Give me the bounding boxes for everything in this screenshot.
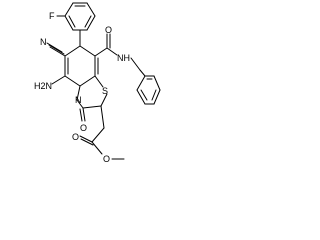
- atom-fluorine: F: [49, 11, 55, 21]
- chemical-structure: F N O NH H2N N S O O O: [34, 2, 161, 164]
- atom-lactam-oxygen: O: [80, 123, 87, 133]
- atom-amide-nh: NH: [117, 53, 130, 63]
- atom-amide-oxygen: O: [105, 25, 112, 35]
- atom-ester-oxygen: O: [103, 154, 110, 164]
- bond-lines: [46, 2, 161, 160]
- atom-amino-group: H2N: [34, 81, 52, 91]
- atom-sulfur: S: [102, 86, 108, 96]
- atom-nitrile-nitrogen: N: [40, 37, 47, 47]
- atom-ring-nitrogen: N: [75, 95, 82, 105]
- atom-ester-carbonyl-oxygen: O: [72, 132, 79, 142]
